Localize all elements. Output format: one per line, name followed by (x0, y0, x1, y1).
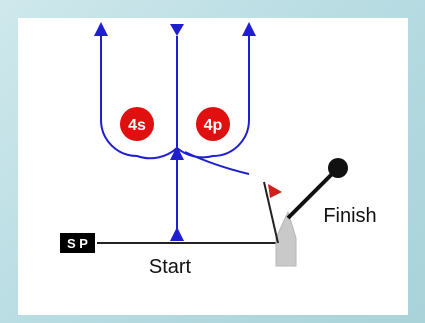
flag-pole (263, 181, 279, 244)
flag-icon (268, 184, 282, 198)
finish-approach-path (184, 151, 250, 175)
sp-badge-label: S P (67, 236, 88, 251)
arrow-up-icon (170, 146, 184, 160)
mark-4s (120, 107, 154, 141)
arrow-down-icon (170, 24, 184, 36)
port-rounding-path (100, 36, 178, 160)
mark-4p-label: 4p (204, 117, 223, 134)
finish-pin-line (286, 168, 338, 220)
mark-4s-label: 4s (128, 117, 146, 134)
pin-ball-icon (328, 158, 348, 178)
sp-badge (60, 233, 95, 253)
finish-label: Finish (323, 205, 376, 227)
arrow-up-icon (94, 22, 108, 36)
mark-4p (196, 107, 230, 141)
arrow-up-icon (170, 227, 184, 241)
arrow-up-icon (242, 22, 256, 36)
boat-icon (275, 210, 297, 267)
start-label: Start (149, 256, 192, 278)
